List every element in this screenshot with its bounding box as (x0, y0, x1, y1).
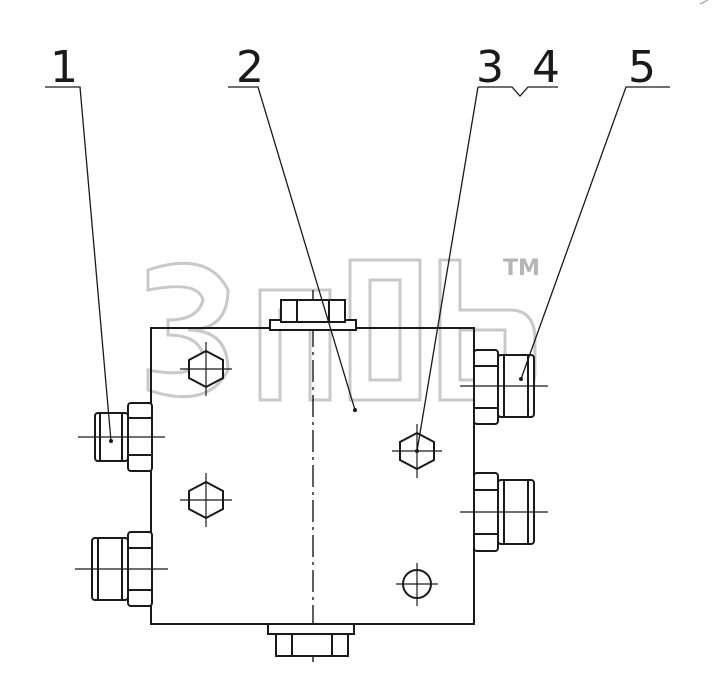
top-fitting (269, 299, 357, 331)
callout-1: 1 (50, 42, 78, 93)
left-fitting-lower (75, 531, 168, 607)
leader-dots (109, 377, 523, 453)
round-port-lower-right (396, 563, 438, 606)
corner-mark (699, 0, 709, 5)
callout-3: 3 (476, 42, 504, 93)
callout-4: 4 (532, 42, 560, 93)
callout-2: 2 (236, 42, 264, 93)
leader-lines (45, 86, 670, 452)
watermark-trademark: TM (503, 256, 540, 281)
hex-plug-upper-left (180, 342, 232, 396)
bottom-fitting (267, 623, 355, 657)
callout-5: 5 (628, 42, 656, 93)
left-fitting-upper (78, 402, 165, 472)
hex-plug-lower-left (180, 473, 232, 527)
right-fitting-upper (460, 349, 548, 425)
right-fitting-lower (460, 472, 548, 552)
